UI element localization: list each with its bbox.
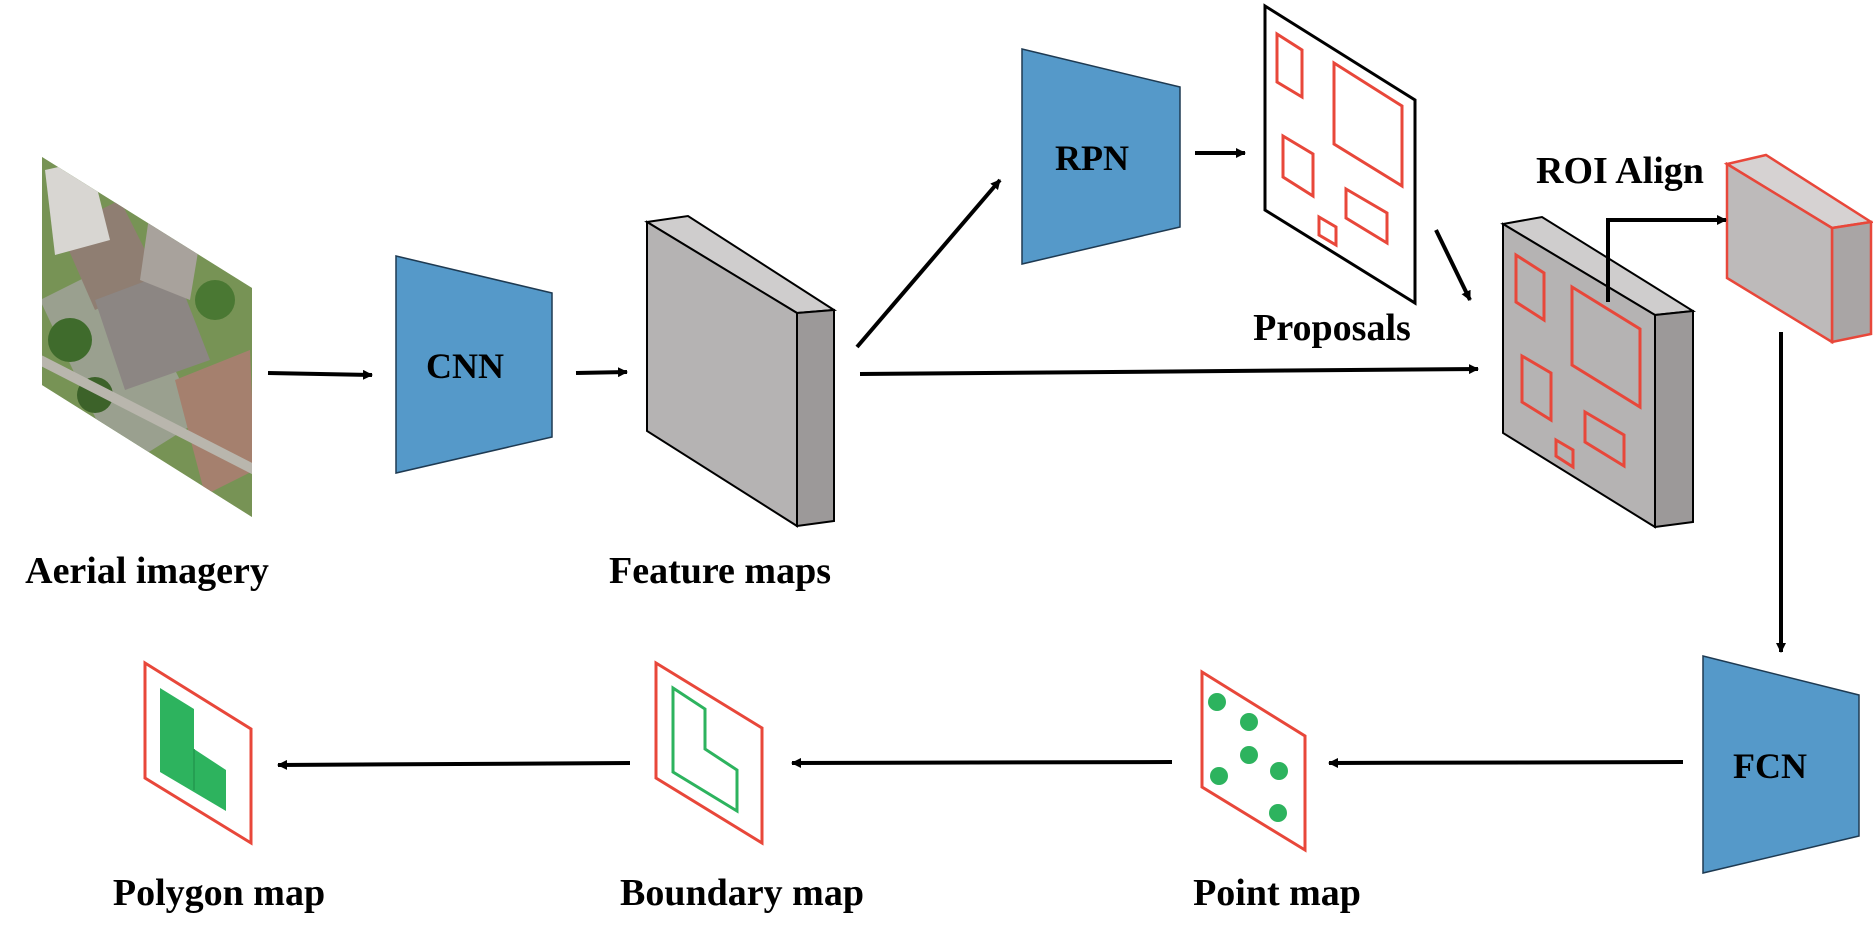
arrow-features-to-rpn	[855, 178, 1002, 349]
boundary-map-icon	[654, 660, 764, 846]
polygon-map-label: Polygon map	[113, 872, 325, 914]
arrow-features-to-roi	[859, 364, 1479, 376]
fcn-block	[1702, 655, 1860, 874]
flow-arrows	[267, 148, 1786, 770]
roi-align-label: ROI Align	[1536, 150, 1704, 192]
proposals-icon	[1263, 3, 1417, 306]
roi-feature-maps-icon	[1500, 215, 1697, 529]
proposals-label: Proposals	[1253, 307, 1411, 349]
rpn-label: RPN	[1055, 138, 1129, 178]
feature-maps-icon	[644, 214, 838, 528]
roi-output-icon	[1723, 153, 1873, 345]
polygon-map-icon	[143, 660, 253, 846]
aerial-image-icon	[42, 157, 252, 517]
feature-maps-label: Feature maps	[609, 550, 831, 592]
arrow-image-to-cnn	[267, 369, 373, 380]
fcn-label: FCN	[1733, 746, 1807, 786]
arrow-boundary-to-polygon	[277, 759, 631, 770]
point-map-label: Point map	[1193, 872, 1361, 914]
arrow-roi-align	[1606, 215, 1727, 302]
arrow-point-to-boundary	[791, 757, 1173, 768]
rpn-block	[1021, 48, 1181, 265]
arrow-fcn-to-point	[1328, 757, 1684, 768]
cnn-label: CNN	[426, 346, 504, 386]
arrow-cnn-to-features	[575, 367, 628, 378]
cnn-block	[395, 255, 553, 474]
aerial-imagery-label: Aerial imagery	[25, 550, 269, 592]
point-map-icon	[1200, 669, 1307, 853]
arrow-proposals-to-roi	[1434, 229, 1472, 301]
boundary-map-label: Boundary map	[620, 872, 864, 914]
